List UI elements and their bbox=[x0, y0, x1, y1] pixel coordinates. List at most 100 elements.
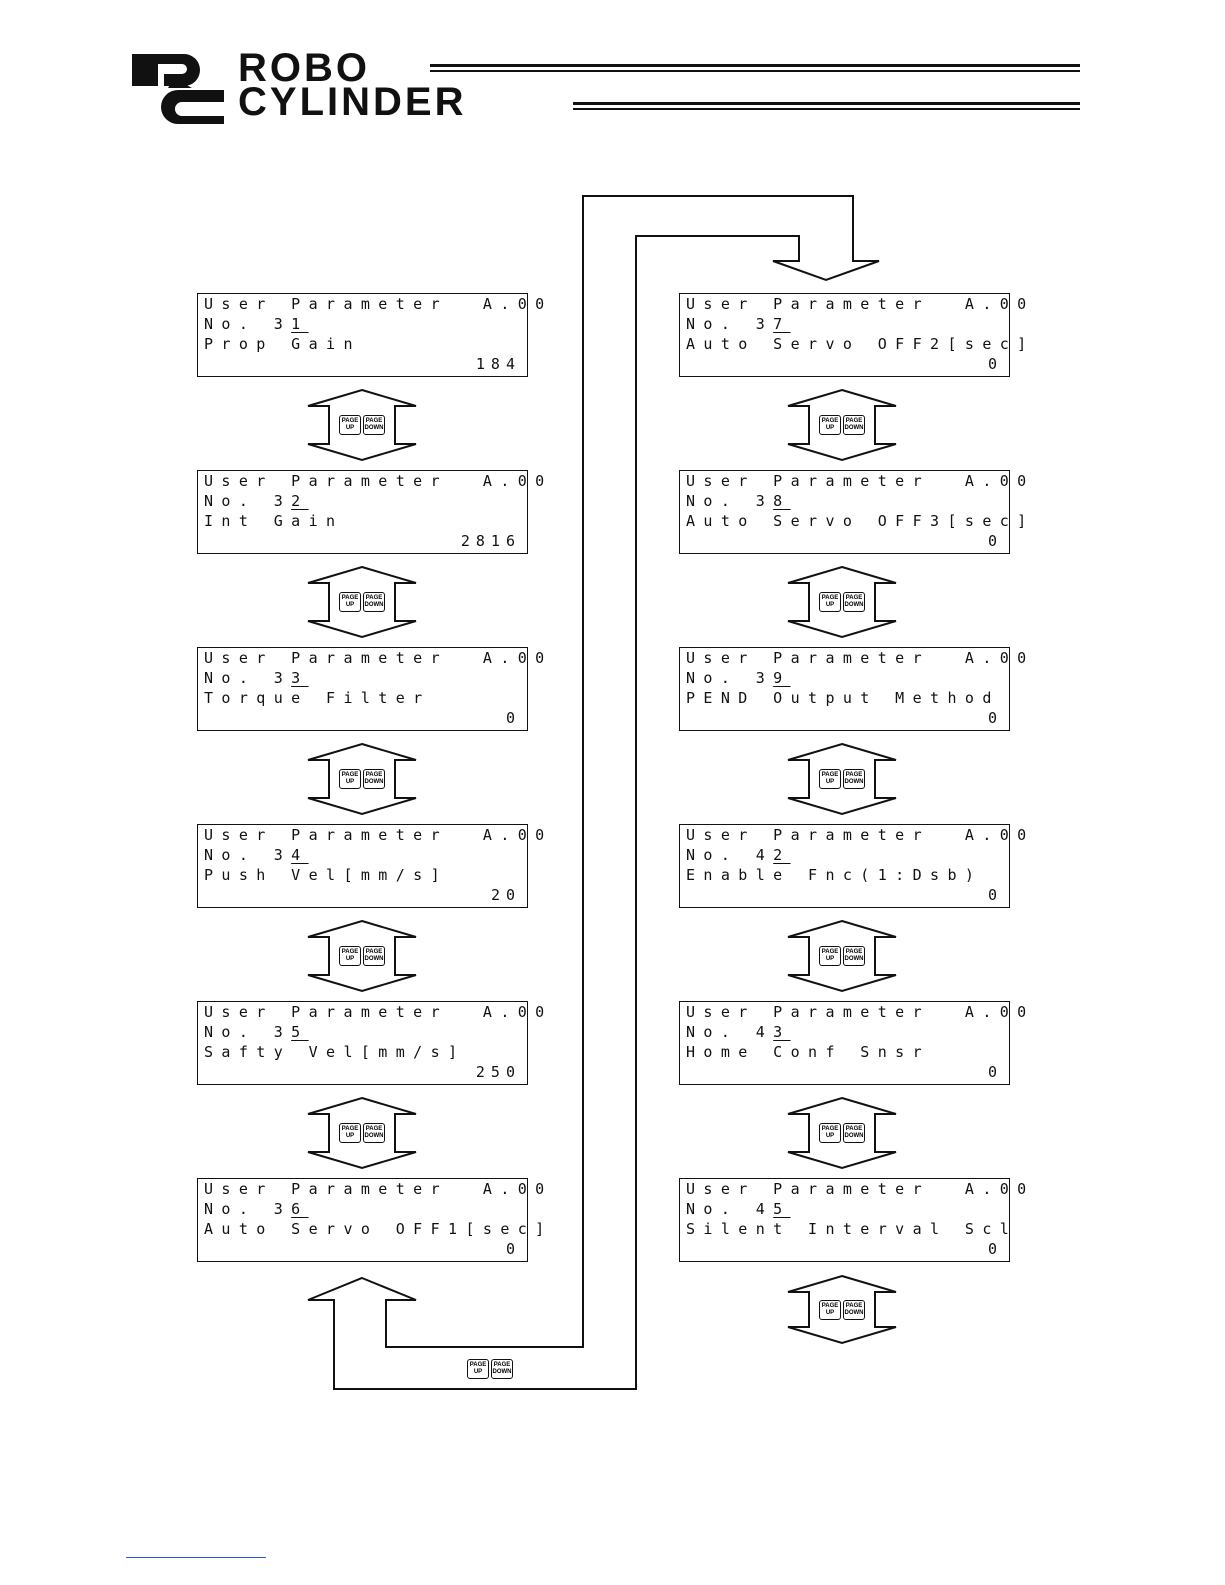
param-number-cursor-digit: 7 bbox=[773, 315, 791, 333]
brand-line1: ROBO bbox=[238, 46, 370, 90]
lcd-param-value: 0 bbox=[505, 1240, 521, 1258]
double-arrow-icon bbox=[307, 1096, 417, 1170]
param-number-cursor-digit: 6 bbox=[291, 1200, 309, 1218]
lcd-param-name: Auto Servo OFF1[sec] bbox=[204, 1220, 553, 1238]
lcd-param-number: No. 36 bbox=[204, 1199, 521, 1219]
lcd-param-name: Home Conf Snsr bbox=[686, 1043, 931, 1061]
lcd-param-name: Safty Vel[mm/s] bbox=[204, 1043, 466, 1061]
brand-line2: CYLINDER bbox=[238, 80, 467, 124]
lcd-param-value: 0 bbox=[987, 355, 1003, 373]
lcd-title: User Parameter A.00 bbox=[686, 649, 1035, 667]
param-number-prefix: No. 4 bbox=[686, 1023, 774, 1041]
lcd-title: User Parameter A.00 bbox=[204, 295, 553, 313]
param-number-prefix: No. 3 bbox=[204, 669, 292, 687]
double-arrow-icon bbox=[787, 919, 897, 993]
param-number-cursor-digit: 1 bbox=[291, 315, 309, 333]
lcd-param-name: Auto Servo OFF3[sec] bbox=[686, 512, 1035, 530]
lcd-param-number: No. 33 bbox=[204, 668, 521, 688]
double-arrow-icon bbox=[787, 388, 897, 462]
lcd-param-value: 0 bbox=[505, 709, 521, 727]
lcd-param-value: 0 bbox=[987, 886, 1003, 904]
param-number-cursor-digit: 5 bbox=[773, 1200, 791, 1218]
lcd-param-number: No. 45 bbox=[686, 1199, 1003, 1219]
lcd-param-value: 0 bbox=[987, 709, 1003, 727]
param-number-cursor-digit: 2 bbox=[773, 846, 791, 864]
param-number-prefix: No. 3 bbox=[204, 846, 292, 864]
double-arrow-icon bbox=[787, 742, 897, 816]
double-arrow-icon bbox=[787, 565, 897, 639]
lcd-param-value: 0 bbox=[987, 532, 1003, 550]
lcd-param-value: 0 bbox=[987, 1063, 1003, 1081]
lcd-param-value: 0 bbox=[987, 1240, 1003, 1258]
lcd-title: User Parameter A.00 bbox=[686, 1003, 1035, 1021]
double-arrow-icon bbox=[307, 919, 417, 993]
param-number-prefix: No. 4 bbox=[686, 846, 774, 864]
param-number-cursor-digit: 2 bbox=[291, 492, 309, 510]
header-rule-top bbox=[430, 64, 1080, 67]
param-number-prefix: No. 3 bbox=[204, 315, 292, 333]
param-number-cursor-digit: 5 bbox=[291, 1023, 309, 1041]
param-number-cursor-digit: 3 bbox=[291, 669, 309, 687]
header-rule-top-thin bbox=[430, 70, 1080, 72]
page-header: ROBO CYLINDER bbox=[128, 46, 1088, 128]
lcd-param-name: PEND Output Method bbox=[686, 689, 1000, 707]
param-number-prefix: No. 3 bbox=[204, 492, 292, 510]
lcd-param-name: Push Vel[mm/s] bbox=[204, 866, 449, 884]
lcd-param-number: No. 32 bbox=[204, 491, 521, 511]
lcd-param-number: No. 31 bbox=[204, 314, 521, 334]
double-arrow-icon bbox=[307, 388, 417, 462]
lcd-param-name: Auto Servo OFF2[sec] bbox=[686, 335, 1035, 353]
lcd-param-number: No. 42 bbox=[686, 845, 1003, 865]
lcd-title: User Parameter A.00 bbox=[686, 472, 1035, 490]
lcd-param-name: Silent Interval Scl bbox=[686, 1220, 1018, 1238]
param-number-prefix: No. 3 bbox=[204, 1023, 292, 1041]
lcd-title: User Parameter A.00 bbox=[686, 295, 1035, 313]
lcd-param-name: Torque Filter bbox=[204, 689, 431, 707]
